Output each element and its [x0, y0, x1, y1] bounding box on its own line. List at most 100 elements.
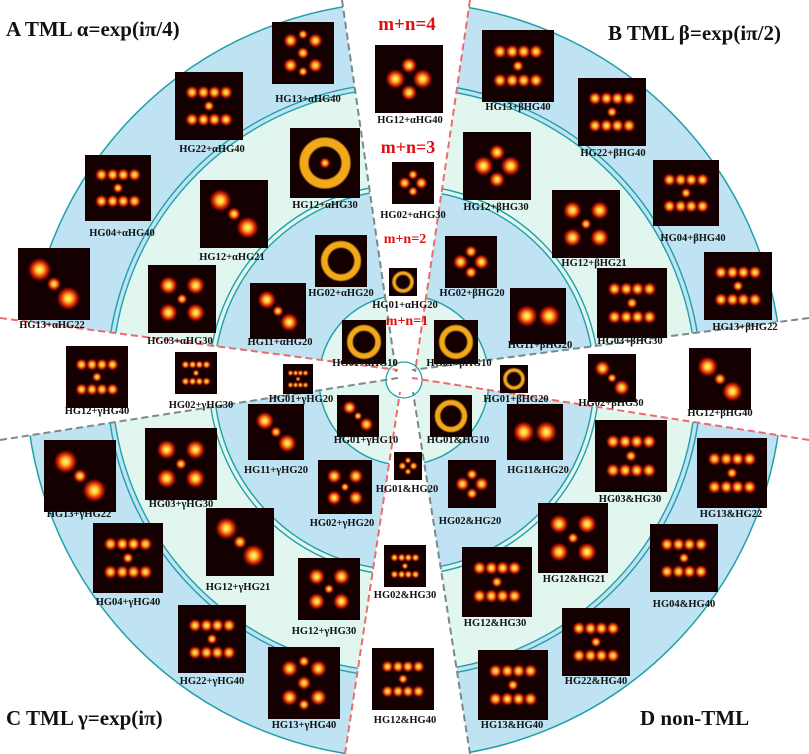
intensity-lobe [567, 532, 579, 544]
mode-thumbnail: HG12+βHG21 [552, 190, 627, 269]
mode-thumbnail: HG13&HG40 [478, 650, 548, 731]
intensity-lobe [730, 452, 745, 466]
intensity-lobe [607, 310, 622, 324]
mode-thumbnail: HG02&HG30 [374, 545, 436, 601]
intensity-lobe [222, 645, 236, 660]
intensity-lobe [309, 659, 328, 678]
mode-caption: HG22&HG40 [565, 676, 627, 687]
intensity-lobe [392, 271, 414, 293]
intensity-lobe [488, 144, 506, 161]
intensity-lobe [507, 589, 522, 603]
intensity-lobe [115, 565, 130, 579]
intensity-lobe [684, 199, 698, 213]
mode-thumbnail: HG02+αHG30 [380, 162, 446, 221]
intensity-lobe [298, 655, 310, 668]
intensity-lobe [680, 187, 692, 199]
intensity-lobe [106, 168, 120, 182]
mode-thumbnail: HG04+βHG40 [653, 160, 726, 244]
intensity-lobe [412, 68, 433, 90]
intensity-lobe [206, 633, 218, 645]
mode-caption: HG13+βHG40 [485, 102, 550, 113]
mode-caption: HG12+αHG21 [199, 252, 265, 263]
intensity-lobe [473, 155, 494, 177]
intensity-lobe [606, 648, 620, 663]
mode-thumbnail: HG03+αHG30 [147, 265, 216, 347]
intensity-lobe [95, 358, 109, 371]
intensity-lobe [622, 91, 636, 106]
intensity-lobe [158, 275, 178, 295]
mode-thumbnail: HG11+βHG20 [508, 288, 573, 351]
intensity-lobe [411, 553, 420, 562]
intensity-lobe [326, 468, 342, 484]
mode-thumbnails: HG13+αHG40HG12+αHG40HG13+βHG40HG22+αHG40… [18, 22, 778, 731]
intensity-lobe [309, 688, 328, 707]
mode-thumbnail: HG22&HG40 [562, 608, 630, 687]
intensity-lobe [404, 468, 412, 475]
mode-caption: HG22+αHG40 [179, 144, 245, 155]
intensity-lobe [605, 463, 621, 478]
intensity-lobe [662, 199, 677, 213]
intensity-lobe [196, 112, 211, 127]
intensity-lobe [185, 85, 199, 100]
mode-caption: HG01+γHG20 [269, 394, 334, 405]
mode-caption: HG01+αHG10 [332, 358, 398, 369]
intensity-lobe [472, 561, 487, 575]
intensity-lobe [549, 542, 569, 562]
intensity-lobe [577, 514, 597, 534]
mode-thumbnail: HG12&HG40 [372, 648, 436, 726]
intensity-lobe [112, 182, 124, 194]
intensity-lobe [116, 194, 130, 208]
intensity-lobe [629, 463, 644, 478]
intensity-lobe [594, 621, 609, 636]
intensity-lobe [748, 292, 762, 307]
intensity-lobe [75, 383, 88, 396]
intensity-lobe [272, 305, 284, 317]
intensity-lobe [188, 360, 197, 369]
mode-caption: HG22+γHG40 [180, 676, 245, 687]
intensity-lobe [697, 356, 719, 378]
intensity-lobe [590, 200, 610, 220]
intensity-lobe [297, 382, 304, 388]
intensity-lobe [660, 537, 674, 552]
intensity-lobe [412, 660, 425, 673]
intensity-lobe [562, 200, 582, 220]
intensity-lobe [707, 452, 722, 466]
intensity-lobe [348, 490, 364, 506]
intensity-lobe [398, 674, 408, 684]
mode-caption: HG11+αHG20 [248, 337, 313, 348]
intensity-lobe [736, 292, 751, 307]
intensity-lobe [94, 194, 109, 208]
intensity-lobe [590, 636, 602, 648]
intensity-lobe [538, 304, 561, 328]
intensity-lobe [295, 376, 301, 382]
corner-label-b: B TML β=exp(iπ/2) [608, 21, 781, 45]
intensity-lobe [196, 85, 211, 100]
intensity-lobe [492, 73, 508, 88]
intensity-lobe [296, 46, 310, 60]
mode-caption: HG11+βHG20 [508, 340, 573, 351]
intensity-lobe [610, 91, 625, 106]
intensity-lobe [298, 66, 308, 77]
intensity-lobe [725, 292, 740, 307]
mode-thumbnail: HG04&HG40 [650, 524, 718, 610]
intensity-lobe [588, 91, 602, 106]
intensity-lobe [279, 312, 299, 332]
intensity-lobe [401, 562, 409, 570]
mode-caption: HG12&HG30 [464, 618, 526, 629]
mode-thumbnail: HG11+γHG20 [244, 404, 308, 476]
intensity-lobe [583, 648, 598, 663]
mode-caption: HG13+γHG22 [47, 509, 112, 520]
intensity-lobe [515, 304, 538, 328]
mode-caption: HG12&HG21 [543, 574, 605, 585]
mode-caption: HG13+αHG40 [275, 94, 341, 105]
intensity-lobe [181, 360, 190, 369]
mode-thumbnail: HG13+βHG22 [704, 252, 778, 333]
intensity-lobe [156, 439, 177, 460]
mode-caption: HG01&HG10 [427, 435, 489, 446]
intensity-lobe [630, 282, 645, 296]
intensity-lobe [186, 275, 206, 295]
mode-thumbnail: HG01+βHG10 [426, 320, 492, 369]
intensity-lobe [714, 265, 728, 280]
intensity-lobe [280, 659, 299, 678]
intensity-lobe [580, 218, 592, 230]
